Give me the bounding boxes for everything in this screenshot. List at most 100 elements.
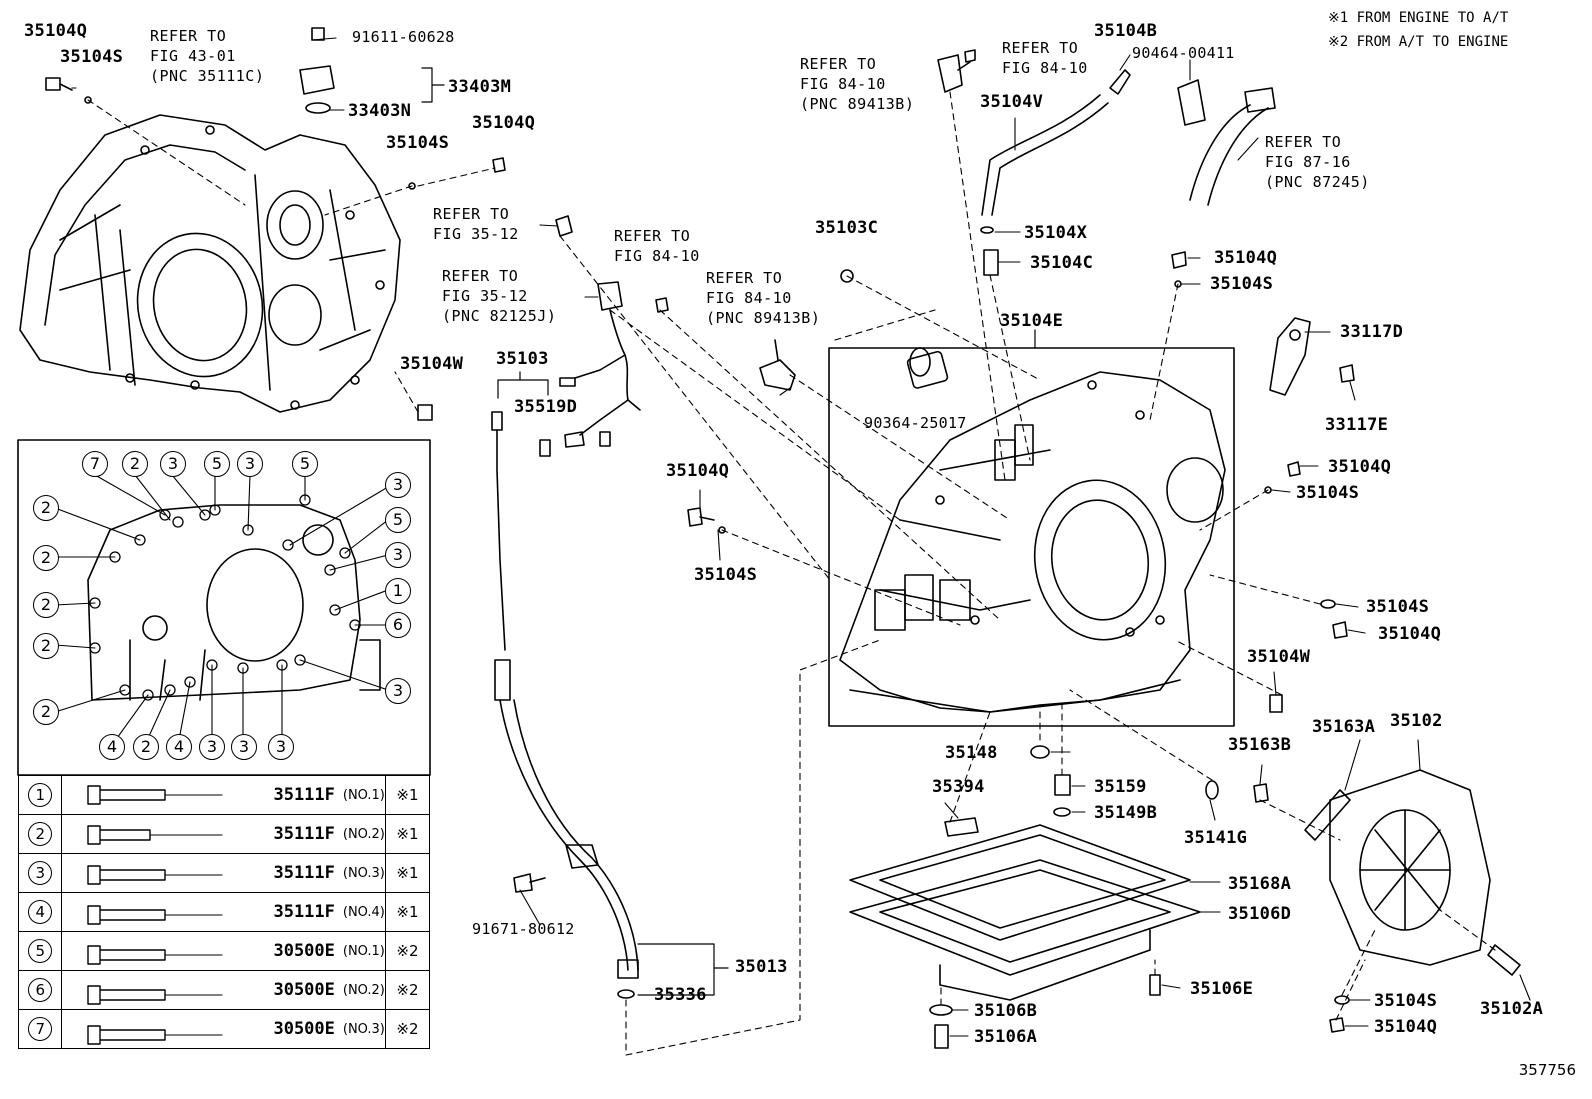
note-engine-to-at: ※1 FROM ENGINE TO A/T: [1328, 10, 1509, 26]
bolt-direction-cell: ※2: [384, 1009, 431, 1049]
bolt-part-cell: 35111F(NO.2): [61, 814, 386, 854]
refer-note-fig-84-10-b: REFER TO FIG 84-10 (PNC 89413B): [706, 269, 821, 327]
part-label: 35104X: [1024, 223, 1088, 243]
bolt-35104q-top-left: [45, 77, 73, 91]
transaxle-housing: [19, 114, 401, 413]
part-label: 35103: [496, 349, 549, 369]
part-label: 35106B: [974, 1001, 1038, 1021]
part-label: 35163A: [1312, 717, 1376, 737]
part-label: 35104Q: [1328, 457, 1392, 477]
bolt-number: 6: [28, 978, 53, 1002]
refer-note-fig-35-12: REFER TO FIG 35-12: [433, 205, 519, 243]
wire-harness: [539, 281, 641, 457]
bolt-part-cell: 35111F(NO.1): [61, 775, 386, 815]
extension-cover: [1329, 769, 1491, 966]
part-label: 35168A: [1228, 874, 1292, 894]
refer-note-fig-84-10-a: REFER TO FIG 84-10: [614, 227, 700, 265]
bolt-balloon: 2: [33, 592, 59, 618]
part-label: 35106A: [974, 1027, 1038, 1047]
transaxle-case: [839, 371, 1226, 713]
part-label: 35104S: [1296, 483, 1360, 503]
oil-pan-gasket: [849, 824, 1191, 941]
transaxle-case-box: [828, 347, 1235, 727]
bolt-balloon: 4: [99, 734, 125, 760]
bolt-balloon: 3: [237, 451, 263, 477]
figure-id: 357756: [1518, 1061, 1576, 1079]
bolt-table-row: 5 30500E (NO.1)※2: [17, 931, 431, 971]
bolt-direction-cell: ※1: [384, 775, 431, 815]
bolt-balloon: 3: [385, 542, 411, 568]
bolt-direction: ※1: [396, 864, 419, 882]
bolt-direction-cell: ※1: [384, 853, 431, 893]
bolt-leaders: [54, 474, 389, 746]
bolt-balloon: 3: [385, 678, 411, 704]
part-label: 35519D: [514, 397, 578, 417]
dipstick-assembly: [491, 411, 639, 999]
oil-cooler-hose: [1177, 79, 1276, 206]
bolt-spec: (NO.4): [342, 904, 385, 920]
part-label: 35104W: [400, 354, 464, 374]
bolt-table-row: 1 35111F(NO.1) ※1: [17, 775, 431, 815]
part-label: 35106E: [1190, 979, 1254, 999]
part-label: 33117D: [1340, 322, 1404, 342]
part-label: 91671-80612: [472, 920, 575, 938]
breather-hose: [980, 69, 1131, 276]
bolt-part-number: 30500E: [273, 980, 335, 1000]
bolt-direction: ※1: [396, 903, 419, 921]
part-label: 35159: [1094, 777, 1147, 797]
label-brackets: [421, 67, 1036, 996]
part-label: 35104B: [1094, 21, 1158, 41]
bolt-part-number: 35111F: [273, 785, 335, 805]
bolt-balloon: 2: [33, 699, 59, 725]
part-label: 35104E: [1000, 311, 1064, 331]
bolt-balloon: 6: [385, 612, 411, 638]
bolt-part-number: 30500E: [273, 941, 335, 961]
part-label: 35104Q: [1374, 1017, 1438, 1037]
bolt-balloon: 5: [204, 451, 230, 477]
note-at-to-engine: ※2 FROM A/T TO ENGINE: [1328, 34, 1509, 50]
part-label: 35104Q: [666, 461, 730, 481]
refer-note-fig-84-10-d: REFER TO FIG 84-10: [1002, 39, 1088, 77]
part-label: 35141G: [1184, 828, 1248, 848]
part-label: 35163B: [1228, 735, 1292, 755]
bolt-number: 4: [28, 900, 53, 924]
bolt-part-cell: 30500E (NO.1): [61, 931, 386, 971]
part-label: 35013: [735, 957, 788, 977]
leader-lines: [71, 37, 1531, 1037]
bolt-spec: (NO.3): [342, 1021, 385, 1037]
bolt-direction: ※1: [396, 786, 419, 804]
refer-note-fig-87-16: REFER TO FIG 87-16 (PNC 87245): [1265, 133, 1370, 191]
bolt-balloon: 3: [231, 734, 257, 760]
bolt-balloon: 3: [160, 451, 186, 477]
part-label: 35149B: [1094, 803, 1158, 823]
bolt-number-cell: 5: [17, 931, 63, 971]
plug-35148: [1030, 745, 1050, 759]
dashed-leaders: [87, 91, 1496, 1056]
bolt-direction: ※1: [396, 825, 419, 843]
mount-bracket: [1269, 317, 1311, 396]
bolt-spec: (NO.1): [342, 943, 385, 959]
part-label: 35104S: [1374, 991, 1438, 1011]
part-label: 35104V: [980, 92, 1044, 112]
part-label: 35104Q: [472, 113, 536, 133]
bolt-spec: (NO.2): [342, 826, 385, 842]
part-label: 35394: [932, 777, 985, 797]
bolt-balloon: 1: [385, 578, 411, 604]
part-label: 35104Q: [1214, 248, 1278, 268]
gasket-35163a: [1304, 789, 1351, 841]
bolt-direction-cell: ※2: [384, 931, 431, 971]
refer-note-fig-84-10-c: REFER TO FIG 84-10 (PNC 89413B): [800, 55, 915, 113]
bolt-direction: ※2: [396, 981, 419, 999]
bolt-direction-cell: ※1: [384, 892, 431, 932]
part-label: 35148: [945, 743, 998, 763]
bolt-number: 7: [28, 1017, 53, 1041]
bolt-number-cell: 2: [17, 814, 63, 854]
bolt-balloon: 2: [33, 495, 59, 521]
bolt-spec: (NO.2): [342, 982, 385, 998]
bolt-balloon: 2: [33, 633, 59, 659]
bolt-number: 1: [28, 783, 53, 807]
